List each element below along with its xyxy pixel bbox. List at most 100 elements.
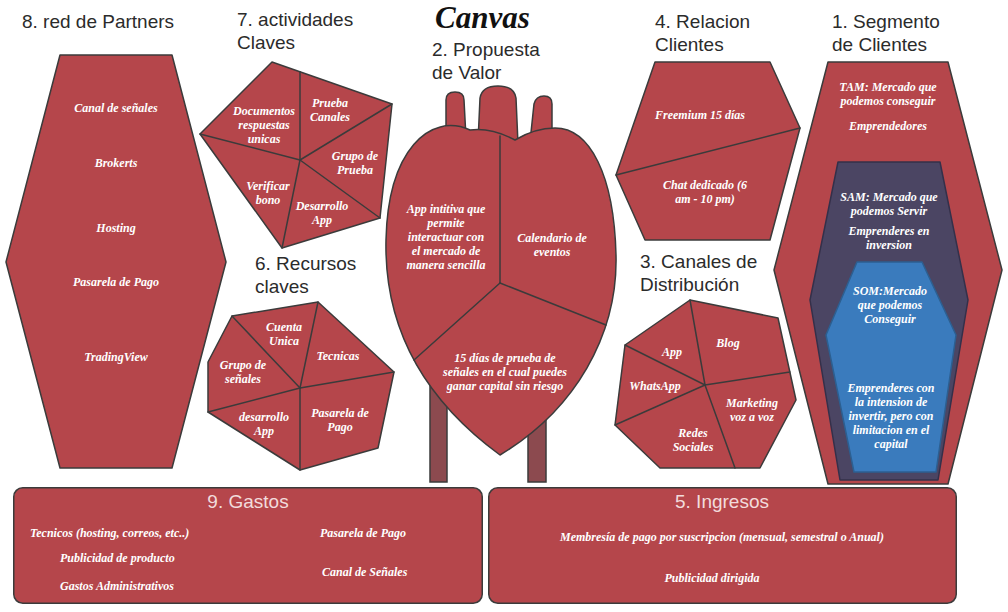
section-heading: 1. Segmento de Clientes bbox=[832, 10, 957, 56]
activity-wedge: Grupo de Prueba bbox=[328, 149, 382, 177]
resource-wedge: Tecnicas bbox=[313, 349, 363, 363]
item-label: Freemium 15 días bbox=[650, 108, 750, 122]
channel-wedge: Marketing voz a voz bbox=[724, 396, 780, 424]
item-label: Canal de señales bbox=[51, 101, 181, 115]
divider-line bbox=[299, 388, 301, 470]
value-heart: 2. Propuesta de ValorApp intitiva que pe… bbox=[372, 84, 622, 486]
divider-line bbox=[208, 388, 300, 412]
activities-pentagon: 7. actividades ClavesPrueba CanalesGrupo… bbox=[195, 56, 402, 252]
item-label: Pasarela de Pago bbox=[320, 526, 406, 540]
item-label: Blog bbox=[711, 336, 745, 350]
divider-line bbox=[500, 283, 606, 325]
item-label: Pasarela de Pago bbox=[309, 406, 371, 434]
section-heading: 6. Recursos claves bbox=[255, 252, 370, 298]
shape-outline bbox=[372, 84, 622, 486]
item-label: Chat dedicado (6 am - 10 pm) bbox=[662, 178, 748, 206]
item-label: Hosting bbox=[51, 221, 181, 235]
item-label: Membresía de pago por suscripcion (mensu… bbox=[560, 530, 884, 544]
section-heading: 8. red de Partners bbox=[22, 10, 212, 33]
item-label: App bbox=[657, 345, 687, 359]
activity-wedge: Documentos respuestas unicas bbox=[231, 104, 297, 146]
section-heading: 5. Ingresos bbox=[675, 490, 769, 513]
panel-outline bbox=[810, 162, 968, 480]
segment-sam: SAM: Mercado que podemos ServirEmprender… bbox=[810, 162, 968, 480]
activity-wedge: Verificar bono bbox=[243, 179, 293, 207]
item-label: Tecnicas bbox=[313, 349, 363, 363]
costs-panel: 9. GastosTecnicos (hosting, correos, etc… bbox=[13, 487, 483, 604]
divider-line bbox=[616, 128, 800, 175]
item-label: desarrollo App bbox=[237, 410, 291, 438]
item-label: Publicidad dirigida bbox=[664, 571, 759, 585]
item-label: Calendario de eventos bbox=[512, 231, 592, 259]
item-label: Publicidad de producto bbox=[60, 551, 175, 565]
segment-tam: 1. Segmento de ClientesTAM: Mercado que … bbox=[774, 62, 1002, 484]
item-label: SOM:Mercado que podemos Conseguir bbox=[849, 284, 931, 326]
activity-wedge: Prueba Canales bbox=[305, 96, 355, 124]
panel-outline bbox=[615, 300, 796, 468]
section-heading: 9. Gastos bbox=[207, 490, 288, 513]
item-label: Pasarela de Pago bbox=[51, 275, 181, 289]
panel-rect bbox=[14, 488, 483, 604]
item-label: SAM: Mercado que podemos Servir bbox=[835, 190, 943, 218]
resource-wedge: Grupo de señales bbox=[218, 358, 268, 386]
activity-wedge: Desarrollo App bbox=[293, 199, 351, 227]
item-label: Brokerts bbox=[51, 156, 181, 170]
channel-wedge: Blog bbox=[711, 336, 745, 350]
channel-wedge: App bbox=[657, 345, 687, 359]
resources-heptagon: 6. Recursos clavesCuenta UnicaTecnicasPa… bbox=[208, 302, 394, 470]
divider-line bbox=[499, 136, 501, 283]
section-heading: 7. actividades Claves bbox=[237, 8, 377, 54]
value-region: Calendario de eventos bbox=[512, 231, 592, 259]
channels-heptagon: 3. Canales de DistribuciónAppBlogMarketi… bbox=[615, 300, 796, 468]
item-label: Verificar bono bbox=[243, 179, 293, 207]
shape-outline bbox=[6, 55, 226, 468]
item-label: Cuenta Unica bbox=[263, 320, 305, 348]
item-label: 15 días de prueba de señales en el cual … bbox=[439, 351, 571, 393]
section-heading: 3. Canales de Distribución bbox=[640, 250, 775, 296]
value-region: App intitiva que permite interactuar con… bbox=[405, 202, 487, 272]
panel-outline bbox=[200, 62, 392, 248]
item-label: Marketing voz a voz bbox=[724, 396, 780, 424]
item-label: Desarrollo App bbox=[293, 199, 351, 227]
relation-part: Freemium 15 días bbox=[650, 108, 750, 122]
panel-rect bbox=[489, 488, 957, 604]
item-label: Canal de Señales bbox=[322, 565, 407, 579]
item-label: Documentos respuestas unicas bbox=[231, 104, 297, 146]
panel-outline bbox=[616, 62, 800, 240]
item-label: Grupo de señales bbox=[218, 358, 268, 386]
value-region: 15 días de prueba de señales en el cual … bbox=[439, 351, 571, 393]
divider-line bbox=[300, 372, 394, 388]
section-heading: 4. Relacion Clientes bbox=[655, 10, 775, 56]
item-label: Gastos Administrativos bbox=[60, 579, 174, 593]
divider-line bbox=[299, 72, 301, 160]
item-label: Emprenderes con la intension de invertir… bbox=[845, 381, 937, 451]
item-label: Emprenderes en inversion bbox=[836, 224, 942, 252]
resource-wedge: Pasarela de Pago bbox=[309, 406, 371, 434]
channel-wedge: Redes Sociales bbox=[670, 426, 716, 454]
resource-wedge: desarrollo App bbox=[237, 410, 291, 438]
item-label: Prueba Canales bbox=[305, 96, 355, 124]
item-label: WhatsApp bbox=[625, 379, 685, 393]
resource-wedge: Cuenta Unica bbox=[263, 320, 305, 348]
revenue-panel: 5. IngresosMembresía de pago por suscrip… bbox=[488, 487, 957, 604]
panel-outline bbox=[6, 55, 226, 468]
segment-som: SOM:Mercado que podemos ConseguirEmprend… bbox=[826, 262, 956, 472]
divider-line bbox=[414, 283, 500, 360]
panel-outline bbox=[774, 62, 1002, 484]
divider-line bbox=[705, 372, 790, 385]
panel-outline bbox=[208, 302, 394, 470]
partners-panel: 8. red de PartnersCanal de señalesBroker… bbox=[6, 55, 226, 468]
item-label: TradingView bbox=[51, 350, 181, 364]
heart-body bbox=[386, 126, 616, 455]
canvas-title: Canvas bbox=[435, 0, 530, 36]
item-label: Grupo de Prueba bbox=[328, 149, 382, 177]
item-label: Tecnicos (hosting, correos, etc..) bbox=[30, 526, 189, 540]
shape-outline bbox=[616, 62, 800, 240]
relation-hexagon: 4. Relacion ClientesFreemium 15 díasChat… bbox=[616, 62, 800, 240]
channel-wedge: WhatsApp bbox=[625, 379, 685, 393]
section-heading: 2. Propuesta de Valor bbox=[432, 38, 557, 84]
relation-part: Chat dedicado (6 am - 10 pm) bbox=[662, 178, 748, 206]
item-label: Emprendedores bbox=[828, 119, 948, 133]
item-label: Redes Sociales bbox=[670, 426, 716, 454]
